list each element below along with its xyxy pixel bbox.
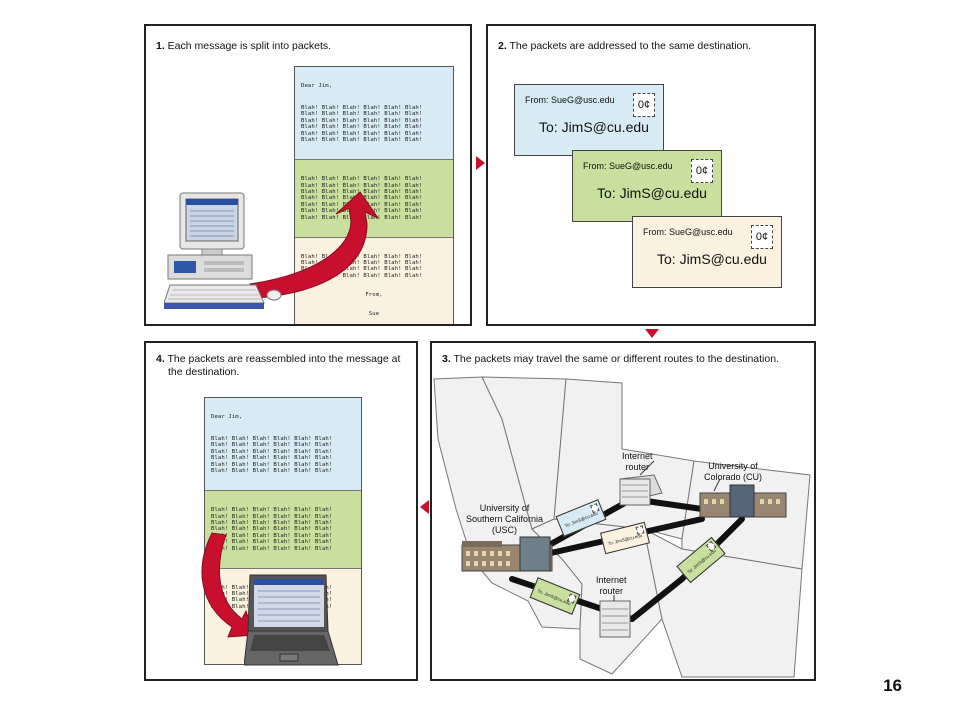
stamp-icon: 0¢	[633, 93, 655, 117]
step-3-number: 3.	[442, 353, 451, 365]
step-2-caption: 2. The packets are addressed to the same…	[498, 40, 751, 53]
envelope-green: From: SueG@usc.edu 0¢ To: JimS@cu.edu	[572, 150, 722, 222]
step-4-number: 4.	[156, 353, 165, 365]
step-4-caption: 4. The packets are reassembled into the …	[156, 353, 400, 379]
arrow-step-3-to-4	[420, 500, 429, 514]
step-1-caption: 1. Each message is split into packets.	[156, 40, 331, 53]
send-arrow-graphic	[249, 191, 380, 299]
envelope-to: To: JimS@cu.edu	[597, 185, 707, 201]
router-label-north: Internet router	[622, 451, 653, 472]
step-3-text: The packets may travel the same or diffe…	[450, 353, 779, 365]
envelope-from: From: SueG@usc.edu	[643, 227, 733, 237]
stamp-icon: 0¢	[751, 225, 773, 249]
packet-green: Blah! Blah! Blah! Blah! Blah! Blah! Blah…	[295, 159, 453, 238]
packet-blue: Dear Jim, Blah! Blah! Blah! Blah! Blah! …	[205, 398, 361, 491]
step-4-panel: 4. The packets are reassembled into the …	[144, 341, 418, 681]
arrow-step-1-to-2	[476, 156, 485, 170]
step-1-number: 1.	[156, 40, 165, 52]
step-2-number: 2.	[498, 40, 507, 52]
step-1-text: Each message is split into packets.	[164, 40, 332, 52]
usc-building-icon	[461, 536, 553, 572]
step-1-panel: 1. Each message is split into packets. D…	[144, 24, 472, 326]
envelope-to: To: JimS@cu.edu	[539, 119, 649, 135]
arrow-step-2-to-3	[645, 329, 659, 338]
page-number: 16	[883, 676, 902, 695]
usc-label: University of Southern California (USC)	[466, 503, 544, 535]
router-label-south: Internet router	[596, 575, 627, 596]
stamp-icon	[590, 503, 600, 514]
stamp-icon	[635, 525, 645, 535]
route-map	[433, 376, 811, 678]
letter-paragraph-1: Blah! Blah! Blah! Blah! Blah! Blah! Blah…	[211, 436, 333, 475]
packet-blue: Dear Jim, Blah! Blah! Blah! Blah! Blah! …	[295, 67, 453, 160]
letter-signature: Sue	[368, 311, 380, 318]
envelope-to: To: JimS@cu.edu	[657, 251, 767, 267]
step-4-text-line-2: the destination.	[168, 366, 240, 378]
envelope-blue: From: SueG@usc.edu 0¢ To: JimS@cu.edu	[514, 84, 664, 156]
step-4-text: The packets are reassembled into the mes…	[164, 353, 401, 365]
internet-router-icon	[599, 600, 631, 638]
cu-building-icon	[699, 484, 787, 518]
letter-greeting: Dear Jim,	[301, 82, 333, 89]
cu-label: University of Colorado (CU)	[704, 461, 763, 482]
packet-letter-split: Dear Jim, Blah! Blah! Blah! Blah! Blah! …	[294, 66, 454, 324]
envelope-cream: From: SueG@usc.edu 0¢ To: JimS@cu.edu	[632, 216, 782, 288]
internet-router-icon	[619, 474, 663, 506]
step-3-panel: 3. The packets may travel the same or di…	[430, 341, 816, 681]
envelope-from: From: SueG@usc.edu	[525, 95, 615, 105]
step-3-caption: 3. The packets may travel the same or di…	[442, 353, 779, 366]
laptop-computer-icon	[244, 574, 339, 666]
step-2-text: The packets are addressed to the same de…	[506, 40, 752, 52]
letter-paragraph-1: Blah! Blah! Blah! Blah! Blah! Blah! Blah…	[301, 105, 423, 144]
step-2-panel: 2. The packets are addressed to the same…	[486, 24, 816, 326]
envelope-from: From: SueG@usc.edu	[583, 161, 673, 171]
letter-greeting: Dear Jim,	[211, 413, 243, 420]
desktop-computer-icon	[164, 192, 282, 309]
letter-closing: From,	[365, 292, 383, 298]
stamp-icon: 0¢	[691, 159, 713, 183]
